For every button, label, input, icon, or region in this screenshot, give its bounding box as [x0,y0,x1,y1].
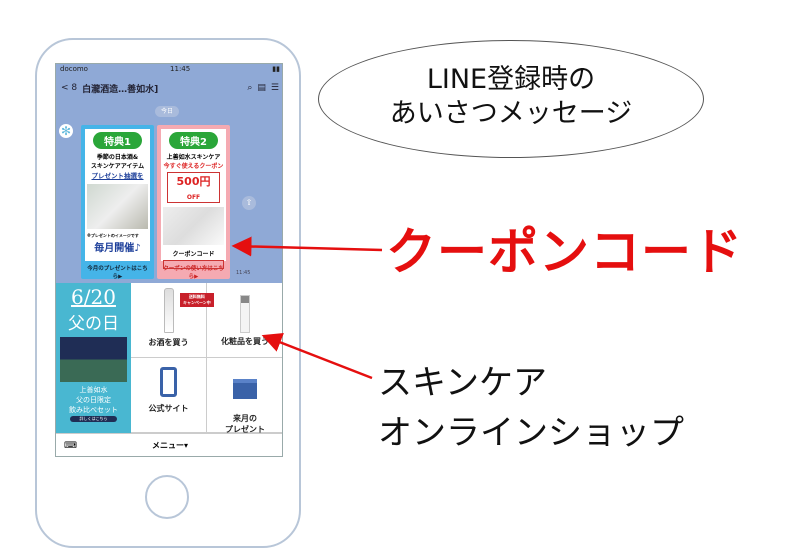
gift-icon [233,379,257,399]
sake-bottle-icon [163,288,174,333]
menu-item-label: お酒を買う [148,338,189,347]
annotation-text: スキンケア [378,363,547,403]
coupon-code-annotation: クーポンコード [386,223,743,281]
card-text: スキンケアアイテム [90,163,145,170]
battery-icon: ▮▮ [272,65,280,73]
next-month-present-button[interactable]: 来月の プレゼント [207,358,282,434]
annotation-text: オンラインショップ [378,413,684,453]
tag-text: キャンペーン中 [183,300,211,305]
price: 500円 [176,175,211,188]
menu-bar[interactable]: ⌨ メニュー▾ [56,433,282,456]
card-footer-link[interactable]: 今月のプレゼントはこちら▶ [87,266,148,280]
greeting-callout: LINE登録時の あいさつメッセージ [318,40,704,158]
menu-item-label: 公式サイト [148,404,189,413]
clock: 11:45 [170,65,191,73]
card-label: 特典1 [93,132,142,149]
callout-text: LINE登録時の [426,64,596,95]
card-note: ※プレゼントのイメージです [87,233,139,238]
chat-header: < 8 白瀧酒造…善如水] ⌕ ▤ ☰ [56,76,282,100]
tag-text: 送料無料 [188,294,205,299]
banner-text: 上善如水 [79,386,108,394]
banner-event: 父の日 [68,314,119,334]
chat-title: 白瀧酒造…善如水] [82,84,159,95]
date-badge: 今日 [155,106,179,117]
smartphone-icon [160,367,177,397]
card-label: 特典2 [169,132,218,149]
buy-cosmetics-button[interactable]: 送料無料キャンペーン中 化粧品を買う [180,283,282,358]
status-bar: docomo 11:45 ▮▮ [56,64,282,76]
coupon-arrow [231,236,383,257]
fathers-day-banner[interactable]: 6/20 父の日 上善如水 父の日限定 飲み比べセット 詳しくはこちら [56,283,131,433]
skincare-shop-annotation: スキンケア オンラインショップ [378,358,684,458]
message-time: 11:45 [236,270,251,276]
details-button[interactable]: 詳しくはこちら [70,416,117,422]
keyboard-icon[interactable]: ⌨ [64,441,77,451]
callout-text: あいさつメッセージ [389,98,633,129]
coupon-price: 500円 OFF [167,172,220,203]
benefit-card-2[interactable]: 特典2 上善如水スキンケア 今すぐ使えるクーポン 500円 OFF クーポンコー… [157,125,230,280]
card-text: 季節の日本酒& [96,154,139,161]
coupon-code-field[interactable] [163,260,224,269]
line-chat-screen: docomo 11:45 ▮▮ < 8 白瀧酒造…善如水] ⌕ ▤ ☰ 今日 ✻… [55,63,283,457]
search-icon[interactable]: ⌕ [247,83,253,93]
notes-icon[interactable]: ▤ [257,83,266,93]
benefit-card-1[interactable]: 特典1 季節の日本酒& スキンケアアイテム プレゼント抽選を ※プレゼントのイメ… [81,125,154,280]
home-button[interactable] [145,475,189,519]
menu-item-label: 化粧品を買う [221,337,269,346]
share-icon[interactable]: ⇧ [242,196,256,210]
coupon-code-label: クーポンコード [172,251,215,258]
avatar[interactable]: ✻ [59,124,73,138]
card-text: プレゼント抽選を [91,172,144,180]
card-text: 今すぐ使えるクーポン [163,163,224,170]
official-site-button[interactable]: 公式サイト [131,358,207,433]
off: OFF [186,194,201,201]
back-button[interactable]: < 8 [61,83,78,93]
rich-menu: 6/20 父の日 上善如水 父の日限定 飲み比べセット 詳しくはこちら お酒を買… [56,283,282,434]
card-text: 上善如水スキンケア [166,154,221,161]
menu-icon[interactable]: ☰ [270,83,279,93]
menu-toggle[interactable]: メニュー▾ [151,441,188,450]
buy-sake-button[interactable]: お酒を買う [131,283,207,358]
carrier: docomo [60,65,88,73]
card-headline: 毎月開催♪ [94,243,141,254]
banner-date: 6/20 [71,285,116,309]
free-shipping-tag: 送料無料キャンペーン中 [180,293,214,307]
banner-text: 父の日限定 [76,396,111,404]
cosmetic-bottle-icon [240,295,250,333]
menu-item-label: 来月の プレゼント [225,414,265,434]
shop-arrow [261,333,373,380]
gift-box-image [60,337,127,382]
card-footer-link[interactable]: クーポンの使い方はこちら▶ [163,266,224,280]
product-photo [163,207,224,245]
banner-text: 飲み比べセット [69,406,118,414]
product-photo [87,184,148,229]
